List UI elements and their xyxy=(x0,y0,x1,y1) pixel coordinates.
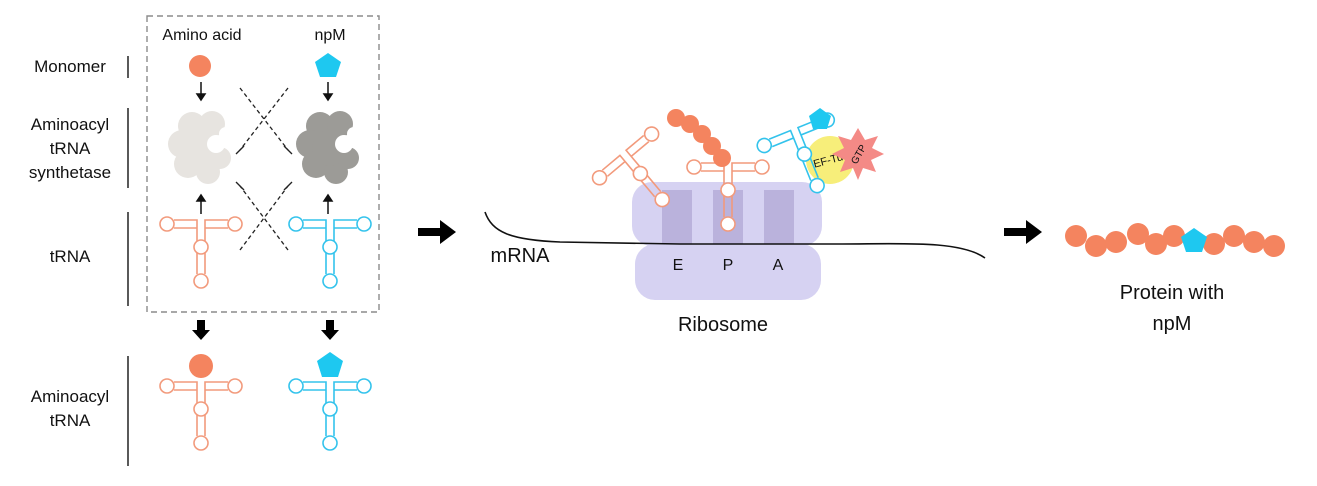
trna-label: tRNA xyxy=(50,247,91,266)
process-arrow-icon xyxy=(1004,220,1042,244)
synthetase-npm-icon xyxy=(296,111,361,184)
aatrna-native-icon xyxy=(159,378,243,451)
protein-label-line2: npM xyxy=(1153,313,1192,335)
mrna-label: mRNA xyxy=(491,245,551,267)
row-labels: Monomer Aminoacyl tRNA synthetase tRNA A… xyxy=(29,57,111,430)
aatrna-label-line1: Aminoacyl xyxy=(31,387,109,406)
aatrna-npm-pentagon-icon xyxy=(317,352,343,377)
aatrna-npm-icon xyxy=(288,378,372,451)
site-a-label: A xyxy=(773,257,784,274)
amino-acid-label: Amino acid xyxy=(162,27,241,44)
aars-label-line3: synthetase xyxy=(29,163,111,182)
orthogonality-crosses xyxy=(235,87,293,251)
npm-pentagon-icon xyxy=(315,53,341,77)
protein-chain xyxy=(1065,223,1285,257)
site-p-label: P xyxy=(723,257,734,274)
amino-acid-icon xyxy=(189,55,211,77)
protein-label-line1: Protein with xyxy=(1120,282,1225,304)
aars-label-line2: tRNA xyxy=(50,139,91,158)
process-arrow-icon xyxy=(418,220,456,244)
aars-label-line1: Aminoacyl xyxy=(31,115,109,134)
dashed-box xyxy=(146,15,380,313)
protein-npm-pentagon-icon xyxy=(1181,228,1207,252)
down-arrow-icon xyxy=(192,320,210,340)
down-arrow-icon xyxy=(321,320,339,340)
arrows-trna-to-aars xyxy=(195,193,334,214)
nascent-peptide xyxy=(667,109,731,167)
ribosome-label: Ribosome xyxy=(678,314,768,336)
trna-npm-icon xyxy=(288,216,372,289)
mrna-strand xyxy=(484,211,986,259)
ribosome-site-a xyxy=(764,190,794,244)
ef-tu-icon xyxy=(806,136,854,184)
arrows-box-to-aatrna xyxy=(192,320,339,340)
aatrna-amino-acid-icon xyxy=(189,354,213,378)
monomer-label: Monomer xyxy=(34,57,106,76)
site-e-label: E xyxy=(673,257,684,274)
gtp-starburst-icon xyxy=(832,128,884,180)
aatrna-label-line2: tRNA xyxy=(50,411,91,430)
ribosome-small-subunit xyxy=(635,244,821,300)
npm-label: npM xyxy=(314,27,345,44)
trna-native-icon xyxy=(159,216,243,289)
incoming-npm-pentagon-icon xyxy=(809,108,831,129)
arrows-monomer-to-aars xyxy=(195,82,334,102)
synthetase-native-icon xyxy=(168,111,233,184)
